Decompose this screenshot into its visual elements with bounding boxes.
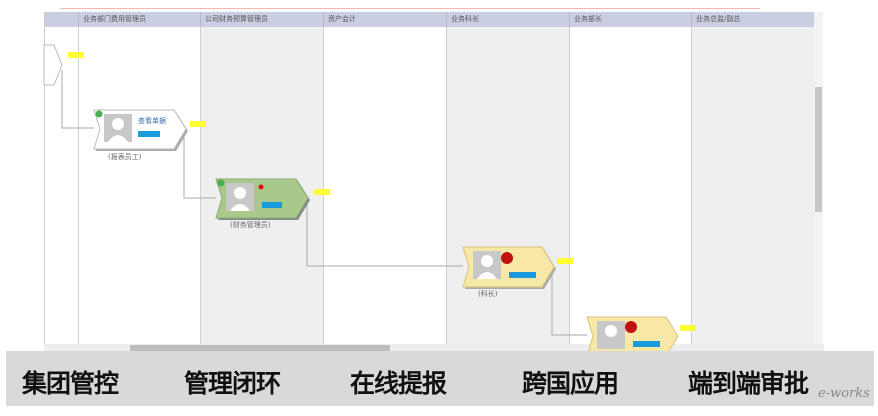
connectors: [61, 70, 587, 336]
connector: [551, 268, 587, 336]
eworks-logo: e-works: [818, 386, 870, 401]
transition-tag: [680, 325, 696, 331]
lane-header: 业务科长: [447, 12, 570, 27]
lane-4: [570, 27, 692, 350]
pending-icon: [625, 321, 637, 333]
flow-node-1[interactable]: [93, 109, 188, 151]
feature-label: 集团管控: [22, 369, 119, 398]
lane-header: 资产会计: [324, 12, 447, 27]
lane-header: 业务部门费用管理员: [79, 12, 201, 27]
check-icon: [217, 179, 225, 187]
lane-2: [324, 27, 447, 350]
node-title: 查看单据: [138, 117, 166, 125]
lane-3: [447, 27, 570, 350]
transition-tags: [68, 52, 696, 331]
swimlane-grid: 业务部门费用管理员 公司财务预算管理员 资产会计 业务科长 业务部长 业务总监/…: [44, 12, 815, 350]
status-badge: [633, 341, 660, 347]
transition-tag: [314, 189, 330, 195]
feature-band: [6, 351, 874, 406]
feature-label: 端到端审批: [688, 369, 809, 398]
feature-label: 跨国应用: [522, 369, 619, 398]
transition-tag: [557, 258, 573, 264]
transition-tag: [68, 52, 84, 58]
lane-header-blank: [45, 12, 79, 27]
node-role: (财务管理员): [230, 221, 271, 229]
alert-dot-icon: [258, 184, 264, 190]
top-divider: [60, 8, 760, 9]
lane-header: 业务部长: [570, 12, 692, 27]
status-badge: [262, 202, 282, 208]
feature-label: 管理闭环: [184, 369, 281, 398]
horizontal-scrollbar[interactable]: [44, 344, 824, 354]
connector: [306, 199, 463, 267]
connector: [183, 129, 216, 199]
lane-0: [79, 27, 201, 350]
lane-header: 公司财务预算管理员: [201, 12, 324, 27]
pending-icon: [501, 252, 513, 264]
vertical-scrollbar[interactable]: [814, 12, 823, 350]
lane-5: [692, 27, 815, 350]
node-role: (科长): [478, 290, 498, 298]
vertical-scroll-thumb[interactable]: [815, 87, 822, 212]
flow-node-4[interactable]: [586, 316, 679, 357]
check-icon: [95, 110, 103, 118]
node-role: (报表员工): [108, 153, 142, 161]
status-badge: [509, 272, 536, 278]
start-node[interactable]: [43, 44, 63, 86]
feature-label: 在线提报: [350, 369, 447, 398]
horizontal-scroll-thumb[interactable]: [130, 345, 390, 353]
connector: [61, 70, 94, 129]
flow-node-2[interactable]: [215, 178, 310, 220]
status-badge: [138, 131, 160, 137]
flow-node-3[interactable]: [462, 246, 556, 289]
transition-tag: [190, 121, 206, 127]
